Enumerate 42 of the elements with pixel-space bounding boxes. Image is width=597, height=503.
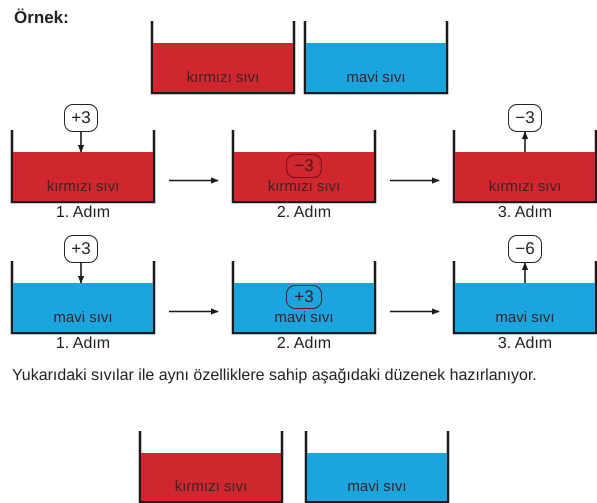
arrow: [390, 177, 440, 184]
liquid-label: mavi sıvı: [347, 478, 407, 495]
step-label: 3. Adım: [496, 335, 554, 353]
arrow: [169, 308, 219, 315]
arrow: [78, 263, 84, 284]
arrow: [390, 308, 440, 315]
step-label: 1. Adım: [54, 335, 112, 353]
liquid-label: mavi sıvı: [346, 69, 406, 86]
heading: Örnek:: [14, 8, 69, 28]
step-label: 2. Adım: [276, 204, 332, 222]
liquid-label: kırmızı sıvı: [268, 178, 340, 195]
number-badge: +3: [286, 285, 322, 309]
liquid: [13, 152, 153, 201]
number-badge: +3: [64, 104, 98, 132]
number-badge: −3: [286, 154, 322, 178]
liquid: [307, 453, 447, 501]
number-badge: −6: [508, 235, 542, 263]
arrow: [522, 131, 528, 152]
liquid-label: kırmızı sıvı: [186, 69, 260, 86]
liquid: [141, 453, 281, 501]
liquid-label: mavi sıvı: [53, 309, 113, 326]
liquid: [306, 43, 446, 92]
liquid: [234, 283, 374, 332]
step-label: 2. Adım: [276, 335, 332, 353]
arrow: [169, 177, 219, 184]
step-label: 1. Adım: [54, 204, 112, 222]
liquid: [234, 152, 374, 201]
liquid-label: kırmızı sıvı: [174, 478, 248, 495]
arrow: [522, 262, 528, 283]
liquid-label: mavi sıvı: [274, 309, 334, 326]
liquid: [153, 43, 293, 92]
body-text: Yukarıdaki sıvılar ile aynı özelliklere sahip aşağıdaki düzenek hazırlanıyor.: [12, 366, 538, 386]
liquid-label: kırmızı sıvı: [46, 178, 120, 195]
number-badge: +3: [64, 235, 98, 263]
liquid: [455, 283, 595, 332]
liquid-label: kırmızı sıvı: [488, 178, 562, 195]
number-badge: −3: [508, 104, 542, 132]
step-label: 3. Adım: [496, 204, 554, 222]
arrow: [78, 132, 84, 153]
liquid-label: mavi sıvı: [495, 309, 555, 326]
liquid: [13, 283, 153, 332]
liquid: [455, 152, 595, 201]
